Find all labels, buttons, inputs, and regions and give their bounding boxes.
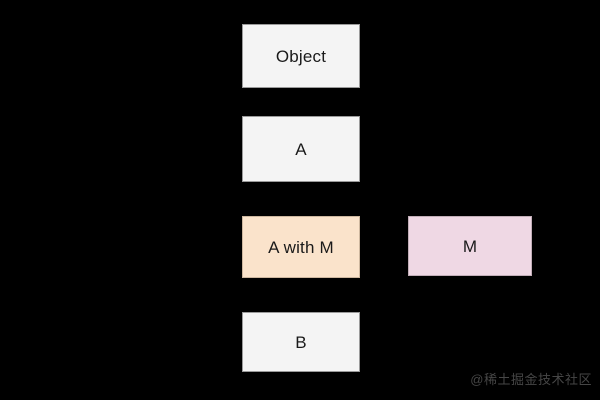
watermark: @稀土掘金技术社区 — [470, 372, 592, 387]
node-a-with-m-label: A with M — [268, 237, 334, 257]
node-a-with-m[interactable]: A with M — [242, 216, 360, 278]
node-object-label: Object — [275, 46, 327, 66]
node-b-label: B — [295, 332, 307, 352]
node-b[interactable]: B — [242, 312, 360, 372]
node-a[interactable]: A — [242, 116, 360, 182]
node-object[interactable]: Object — [242, 24, 360, 88]
node-m-label: M — [462, 236, 478, 256]
node-a-label: A — [295, 139, 307, 159]
node-m[interactable]: M — [408, 216, 532, 276]
